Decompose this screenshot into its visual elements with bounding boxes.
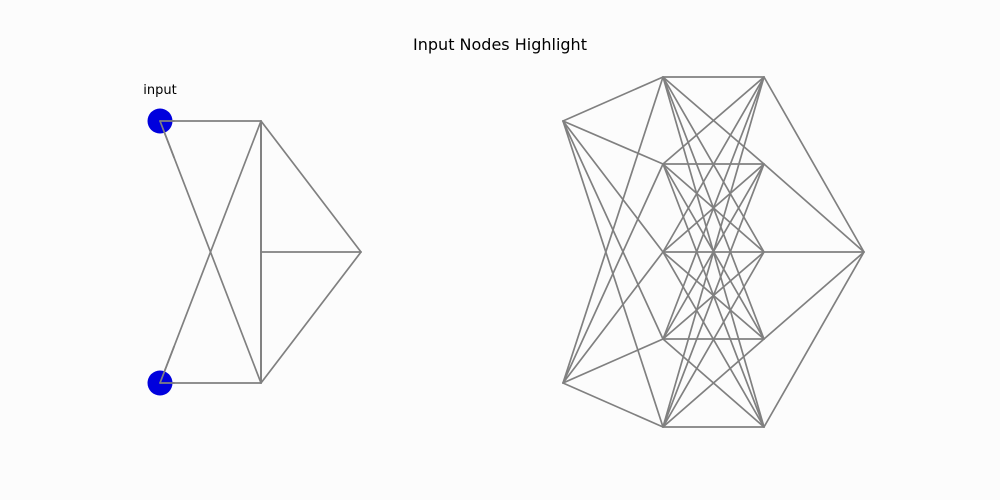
large-network-edge-l2-3-to-0 — [763, 251, 865, 340]
left-network: input — [143, 83, 362, 396]
right-network — [562, 76, 865, 428]
small-network-highlight-label: input — [143, 83, 176, 98]
large-network-edge-l2-1-to-0 — [763, 163, 865, 253]
figure-title: Input Nodes Highlight — [413, 35, 587, 54]
large-network-edge-l1-4-to-0 — [662, 76, 765, 428]
large-network-edge-l0-0-to-2 — [562, 120, 664, 253]
large-network-edge-l1-1-to-0 — [662, 76, 765, 165]
large-network-edge-l1-4-to-1 — [662, 163, 765, 428]
large-network-edge-l0-0-to-1 — [562, 120, 664, 165]
large-network-edge-l2-4-to-0 — [763, 251, 865, 428]
small-network-edge-l0-1-to-0 — [159, 120, 262, 384]
large-network-edge-l0-1-to-2 — [562, 251, 664, 384]
large-network-edge-l1-2-to-0 — [662, 76, 765, 253]
large-network-edge-l0-0-to-0 — [562, 76, 664, 122]
large-network-edge-l1-4-to-2 — [662, 251, 765, 428]
large-network-edge-l0-1-to-0 — [562, 76, 664, 384]
large-network-edge-l0-1-to-1 — [562, 163, 664, 384]
small-network-edge-l2-2-to-0 — [260, 251, 362, 384]
small-network-edge-overlay-0 — [159, 345, 175, 384]
large-network-edge-l1-3-to-0 — [662, 76, 765, 340]
large-network-edge-l2-0-to-0 — [763, 76, 865, 253]
small-network-edge-overlay-1 — [159, 120, 175, 159]
large-network-edge-l1-4-to-3 — [662, 338, 765, 428]
large-network-edge-l0-1-to-3 — [562, 338, 664, 384]
small-network-edge-l2-0-to-0 — [260, 120, 362, 253]
large-network-edge-l0-1-to-4 — [562, 382, 664, 428]
